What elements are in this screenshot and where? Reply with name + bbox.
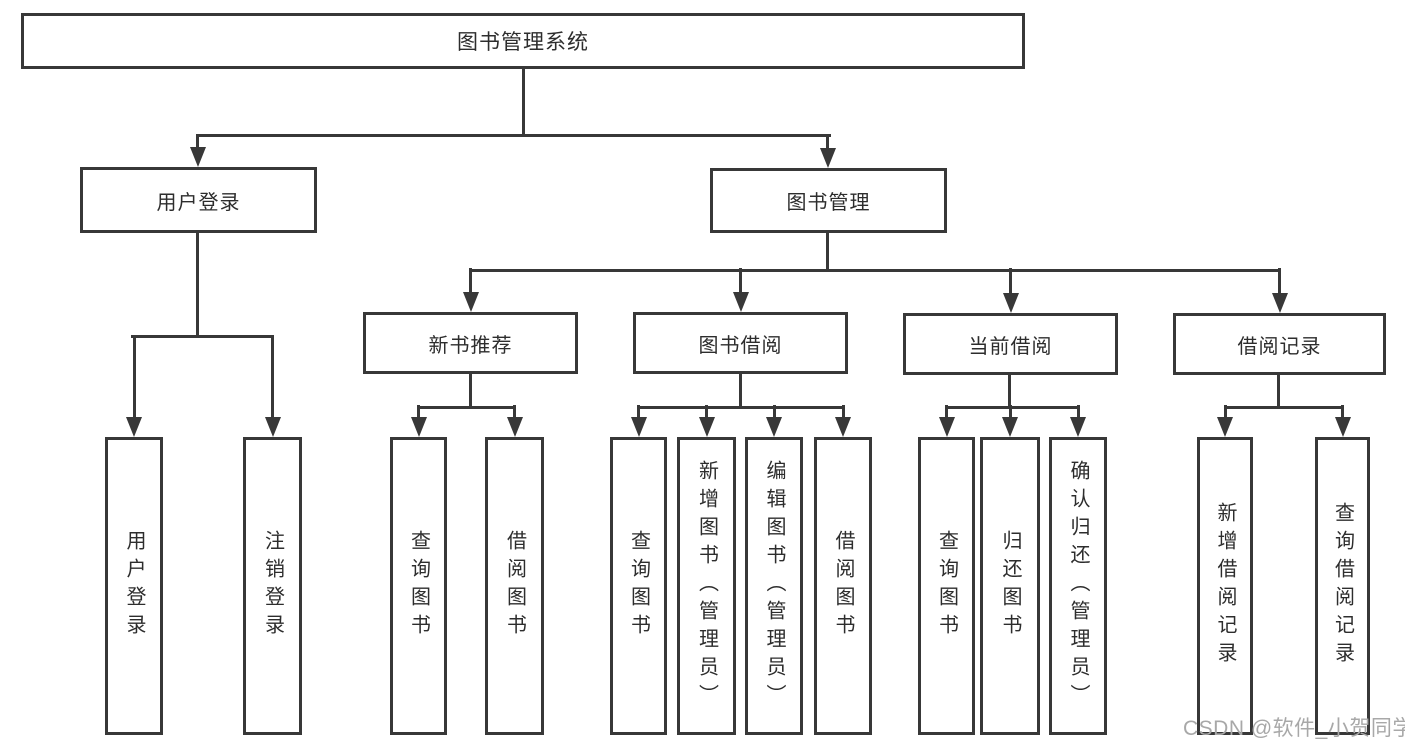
- leaf-return-books: 归还图书: [980, 437, 1040, 735]
- node-book-borrow-label: 图书借阅: [698, 334, 783, 357]
- connector-d2-stem: [1008, 405, 1012, 419]
- connector-userlogin-stem: [196, 233, 199, 337]
- arrowhead-leaf-d3: [1070, 417, 1086, 437]
- node-root: 图书管理系统: [21, 13, 1025, 69]
- connector-c3-stem: [772, 405, 776, 419]
- leaf-add-books-admin: 新增图书（管理员）: [677, 437, 736, 735]
- leaf-borrow-books-label: 借阅图书: [832, 530, 854, 642]
- arrowhead-user-login: [189, 147, 206, 167]
- connector-l3-1-stem: [469, 268, 472, 294]
- leaf-borrow-books-rec: 借阅图书: [485, 437, 544, 735]
- node-root-label: 图书管理系统: [457, 31, 589, 54]
- connector-root-stem: [521, 69, 525, 135]
- connector-root-userlogin-stem: [196, 135, 199, 149]
- connector-e1-stem: [1223, 405, 1227, 419]
- connector-a2-stem: [271, 335, 274, 419]
- arrowhead-current-borrow: [1002, 293, 1019, 313]
- leaf-return-books-label: 归还图书: [999, 530, 1021, 642]
- node-new-book-rec: 新书推荐: [363, 312, 578, 374]
- node-new-book-rec-label: 新书推荐: [428, 334, 513, 357]
- connector-bookmgmt-hline: [469, 268, 1281, 272]
- node-book-mgmt-label: 图书管理: [786, 192, 871, 214]
- arrowhead-leaf-c2: [698, 417, 715, 437]
- connector-e2-stem: [1341, 405, 1344, 419]
- arrowhead-leaf-c4: [835, 417, 851, 437]
- connector-borrowrecords-hline: [1223, 405, 1344, 409]
- watermark-text: CSDN @软件_小贺同学: [1183, 717, 1405, 740]
- leaf-borrow-books-rec-label: 借阅图书: [503, 530, 526, 642]
- connector-c2-stem: [705, 405, 708, 419]
- connector-currentborrow-hline: [945, 405, 1079, 409]
- arrowhead-leaf-b1: [410, 417, 427, 437]
- connector-l3-3-stem: [1009, 268, 1012, 294]
- connector-l3-4-stem: [1278, 268, 1281, 294]
- node-book-borrow: 图书借阅: [633, 312, 848, 374]
- node-current-borrow: 当前借阅: [903, 313, 1118, 375]
- connector-currentborrow-stem: [1008, 375, 1011, 408]
- connector-bookmgmt-stem: [826, 233, 829, 271]
- leaf-query-books-borrow-label: 查询图书: [627, 530, 650, 642]
- arrowhead-borrow-records: [1271, 293, 1288, 313]
- leaf-query-books-borrow: 查询图书: [610, 437, 667, 735]
- leaf-confirm-return-admin: 确认归还（管理员）: [1049, 437, 1107, 735]
- leaf-logout: 注销登录: [243, 437, 302, 735]
- arrowhead-book-borrow: [732, 292, 749, 312]
- leaf-add-borrow-record-label: 新增借阅记录: [1214, 502, 1236, 670]
- connector-d3-stem: [1076, 405, 1080, 419]
- connector-newbookrec-hline: [417, 405, 516, 409]
- connector-c4-stem: [841, 405, 845, 419]
- connector-c1-stem: [637, 405, 640, 419]
- leaf-user-login: 用户登录: [105, 437, 163, 735]
- arrowhead-leaf-c3: [766, 417, 782, 437]
- leaf-query-books-rec: 查询图书: [390, 437, 447, 735]
- leaf-add-borrow-record: 新增借阅记录: [1197, 437, 1253, 735]
- connector-b1-stem: [417, 405, 420, 419]
- leaf-query-borrow-record: 查询借阅记录: [1315, 437, 1370, 735]
- arrowhead-leaf-user-login: [126, 417, 142, 437]
- leaf-query-books-current: 查询图书: [918, 437, 975, 735]
- connector-d1-stem: [945, 405, 948, 419]
- arrowhead-leaf-e1: [1217, 417, 1233, 437]
- arrowhead-leaf-d1: [938, 417, 955, 437]
- node-borrow-records-label: 借阅记录: [1237, 335, 1322, 358]
- arrowhead-new-book-rec: [462, 292, 479, 312]
- leaf-add-books-admin-label: 新增图书（管理员）: [695, 460, 718, 712]
- node-user-login-label: 用户登录: [156, 191, 241, 214]
- node-current-borrow-label: 当前借阅: [968, 335, 1053, 358]
- arrowhead-leaf-e2: [1334, 417, 1351, 437]
- leaf-user-login-label: 用户登录: [123, 530, 145, 642]
- connector-l3-2-stem: [739, 268, 742, 294]
- leaf-confirm-return-admin-label: 确认归还（管理员）: [1067, 460, 1089, 712]
- node-user-login: 用户登录: [80, 167, 317, 233]
- connector-borrowrecords-stem: [1277, 375, 1280, 408]
- connector-root-bookmgmt-stem: [826, 135, 829, 150]
- connector-a1-stem: [132, 335, 136, 419]
- leaf-query-borrow-record-label: 查询借阅记录: [1331, 502, 1354, 670]
- connector-bookborrow-hline: [637, 405, 844, 409]
- leaf-edit-books-admin-label: 编辑图书（管理员）: [763, 460, 785, 712]
- leaf-query-books-current-label: 查询图书: [935, 530, 958, 642]
- node-borrow-records: 借阅记录: [1173, 313, 1386, 375]
- connector-newbookrec-stem: [469, 374, 472, 408]
- connector-userlogin-hline: [131, 335, 274, 338]
- arrowhead-leaf-d2: [1002, 417, 1018, 437]
- arrowhead-leaf-c1: [630, 417, 647, 437]
- node-book-mgmt: 图书管理: [710, 168, 947, 233]
- connector-root-hline: [196, 133, 831, 137]
- leaf-logout-label: 注销登录: [261, 530, 284, 642]
- connector-b2-stem: [513, 405, 516, 419]
- connector-bookborrow-stem: [739, 374, 742, 408]
- leaf-borrow-books: 借阅图书: [814, 437, 872, 735]
- leaf-edit-books-admin: 编辑图书（管理员）: [745, 437, 803, 735]
- leaf-query-books-rec-label: 查询图书: [407, 530, 430, 642]
- arrowhead-book-mgmt: [819, 148, 836, 168]
- arrowhead-leaf-logout: [264, 417, 281, 437]
- arrowhead-leaf-b2: [506, 417, 523, 437]
